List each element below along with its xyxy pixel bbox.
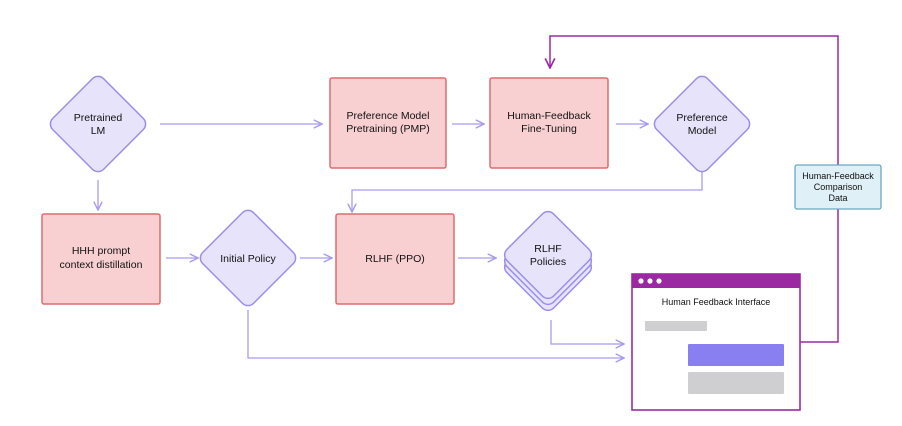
edge-interface-to-comparison-loop [550,35,839,343]
node-hhh-line1: HHH prompt [72,245,130,257]
edge-initial-policy-to-interface [247,310,624,358]
node-hf-comparison-data-line3: Data [828,193,847,203]
node-hhh-line2: context distillation [60,259,143,271]
node-pmp-line2: Pretraining (PMP) [346,123,429,135]
chat-bubble-gray-large [688,372,784,394]
node-rlhf-ppo: RLHF (PPO) [335,213,455,305]
chat-bubble-gray-small [645,321,707,331]
node-pretrained-lm-line1: Pretrained [74,112,123,124]
node-pretrained-lm: Pretrained LM [49,75,147,173]
window-dot-icon [647,278,653,284]
window-dot-icon [656,278,662,284]
human-feedback-interface-window: Human Feedback Interface [631,273,801,411]
node-pretrained-lm-line2: LM [91,125,106,137]
node-initial-policy: Initial Policy [199,209,297,307]
connectors [98,124,703,358]
node-hf-finetuning: Human-Feedback Fine-Tuning [489,77,609,169]
window-dot-icon [638,278,644,284]
edge-policies-to-interface [550,320,624,344]
node-rlhf-policies-line1: RLHF [534,243,561,255]
node-preference-model-line2: Model [688,125,717,137]
node-hf-finetuning-line2: Fine-Tuning [521,123,577,135]
edge-preference-model-to-rlhf [352,172,703,212]
node-hf-comparison-data-line2: Comparison [814,182,863,192]
node-hhh: HHH prompt context distillation [41,213,161,305]
node-rlhf-ppo-label: RLHF (PPO) [365,253,425,265]
node-hf-finetuning-line1: Human-Feedback [507,110,591,122]
chat-bubble-purple [688,344,784,366]
interface-title: Human Feedback Interface [662,297,771,307]
node-preference-model-line1: Preference [676,112,728,124]
node-pmp-line1: Preference Model [347,110,430,122]
node-preference-model: Preference Model [653,75,751,173]
node-hf-comparison-data-line1: Human-Feedback [802,171,874,181]
node-pmp: Preference Model Pretraining (PMP) [329,77,447,169]
window-titlebar [632,274,800,288]
node-rlhf-policies-line2: Policies [530,256,566,268]
node-rlhf-policies: RLHF Policies [503,210,593,312]
node-hf-comparison-data: Human-Feedback Comparison Data [794,164,882,210]
node-initial-policy-label: Initial Policy [220,253,276,265]
